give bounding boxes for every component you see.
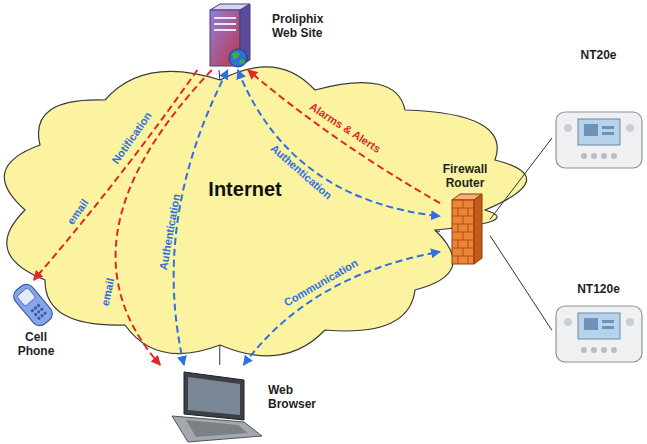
network-link	[490, 236, 552, 331]
node-label: Cell Phone	[10, 330, 62, 358]
node-label: Web Browser	[268, 383, 324, 411]
firewall-node: Firewall Router	[440, 160, 490, 268]
cloud-outline	[25, 80, 435, 345]
cloud-shape	[4, 67, 526, 356]
network-link	[219, 345, 220, 365]
node-label: NT20e	[552, 48, 645, 62]
internet-cloud: Internet	[25, 80, 435, 345]
thermostat-icon	[556, 112, 642, 168]
cloud-title: Internet	[195, 178, 295, 200]
thermostat-icon	[556, 306, 642, 362]
laptop-icon	[172, 372, 262, 442]
node-label: Firewall Router	[436, 162, 494, 190]
browser-node: Web Browser	[150, 365, 320, 444]
thermostat-node: NT20e	[552, 48, 645, 173]
phone-node: Cell Phone	[0, 280, 75, 365]
server-icon	[210, 4, 250, 67]
node-label: Proliphix Web Site	[272, 12, 334, 40]
network-link	[219, 70, 221, 80]
server-node: Proliphix Web Site	[190, 0, 335, 70]
node-label: NT120e	[552, 282, 645, 296]
thermostat-node: NT120e	[552, 282, 645, 370]
